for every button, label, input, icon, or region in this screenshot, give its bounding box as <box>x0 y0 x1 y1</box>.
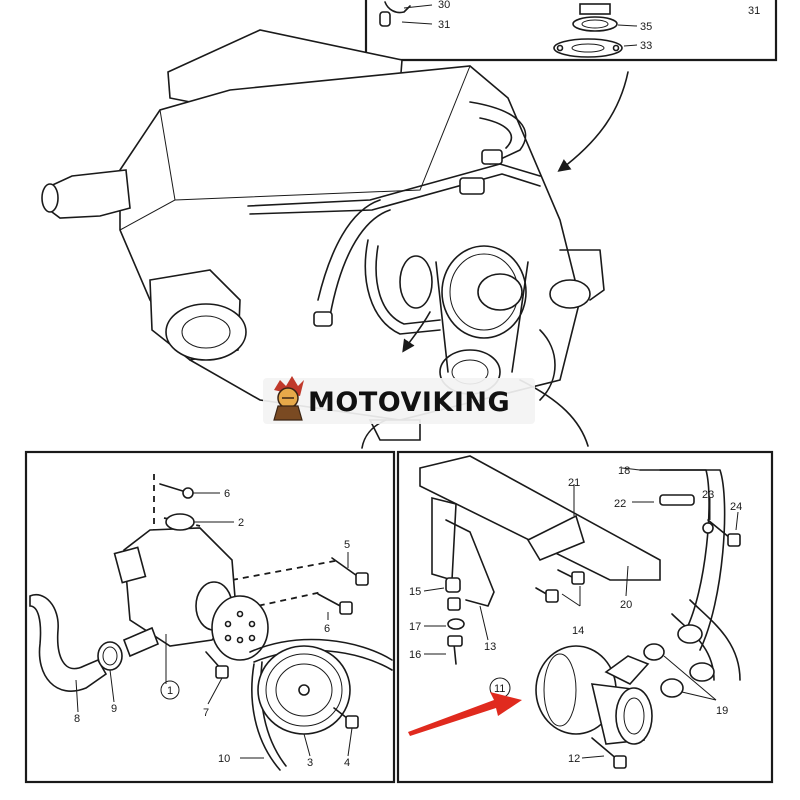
label-6-bottom: 6 <box>324 623 330 635</box>
label-30: 30 <box>438 0 450 11</box>
label-13: 13 <box>484 641 496 653</box>
elbow-fitting-30 <box>379 1 411 27</box>
label-6-top: 6 <box>224 488 230 500</box>
label-19: 19 <box>716 705 728 717</box>
label-15: 15 <box>409 586 421 598</box>
label-18: 18 <box>618 465 630 477</box>
label-16: 16 <box>409 649 421 661</box>
top-inset: 30 31 35 33 31 <box>364 0 778 172</box>
bolts-right <box>445 519 741 769</box>
brand-name: MOTOVIKING <box>308 387 510 418</box>
label-20: 20 <box>620 599 632 611</box>
right-inset: 18 21 22 23 24 15 14 17 16 13 20 11 19 1… <box>396 450 774 784</box>
label-24: 24 <box>730 501 742 513</box>
pointer-arrow <box>408 692 522 736</box>
label-1: 1 <box>167 685 173 697</box>
label-11: 11 <box>494 683 505 695</box>
thermostat-parts <box>553 3 623 58</box>
label-21: 21 <box>568 477 580 489</box>
viking-mascot-icon <box>273 376 304 421</box>
label-5: 5 <box>344 539 350 551</box>
pulley-holes <box>224 610 256 644</box>
left-inset: 6 2 5 6 1 7 8 9 10 3 4 <box>24 450 396 784</box>
label-23: 23 <box>702 489 714 501</box>
label-17: 17 <box>409 621 421 633</box>
bolts-left <box>159 483 369 729</box>
label-7: 7 <box>203 707 209 719</box>
label-31-right: 31 <box>748 5 760 17</box>
label-14: 14 <box>572 625 584 637</box>
label-9: 9 <box>111 703 117 715</box>
label-22: 22 <box>614 498 626 510</box>
label-12: 12 <box>568 753 580 765</box>
engine-illustration <box>41 29 605 449</box>
label-8: 8 <box>74 713 80 725</box>
label-4: 4 <box>344 757 350 769</box>
label-33: 33 <box>640 40 652 52</box>
label-35: 35 <box>640 21 652 33</box>
label-10: 10 <box>218 753 230 765</box>
label-31-left: 31 <box>438 19 450 31</box>
label-2: 2 <box>238 517 244 529</box>
label-3: 3 <box>307 757 313 769</box>
brand-logo: MOTOVIKING <box>263 376 535 424</box>
